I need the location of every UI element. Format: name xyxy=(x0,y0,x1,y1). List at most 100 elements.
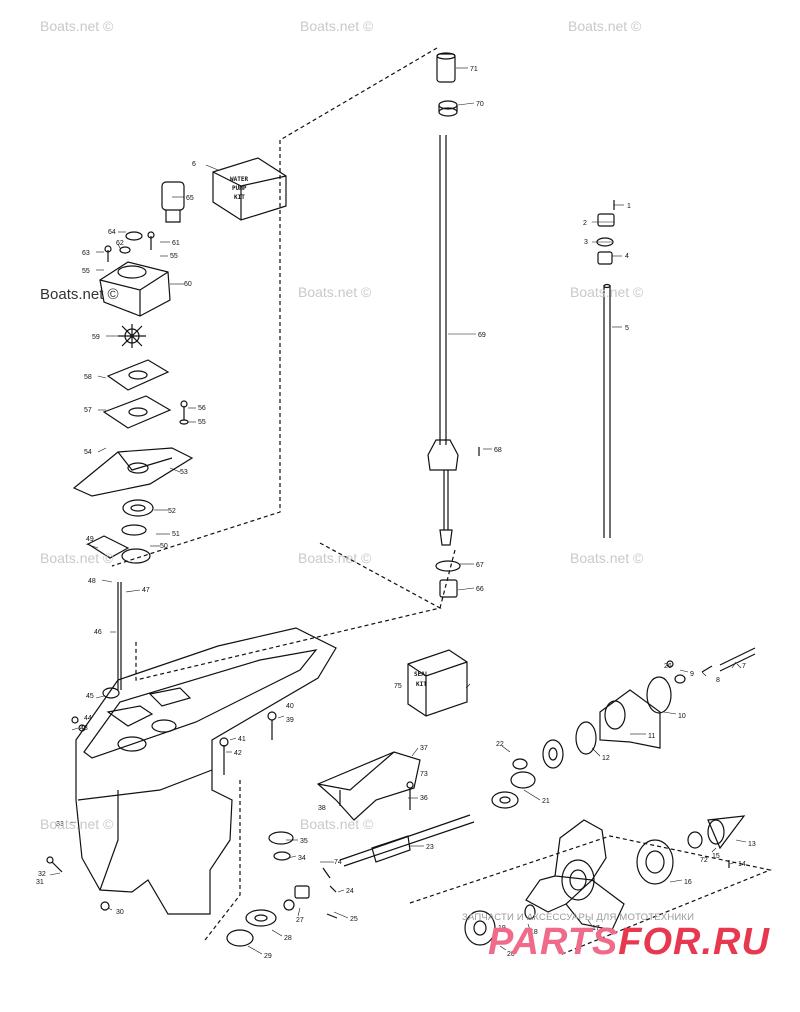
gasket-48 xyxy=(86,535,130,559)
part-27 xyxy=(283,899,295,911)
watermark: Boats.net © xyxy=(298,550,372,566)
callout-49: 50 xyxy=(160,543,168,550)
coupler-2 xyxy=(597,213,615,227)
gear-housing-33 xyxy=(75,627,337,915)
callout-52: 53 xyxy=(180,469,188,476)
watermark: Boats.net © xyxy=(300,18,374,34)
bearing-65 xyxy=(439,579,458,598)
callout-63: 64 xyxy=(108,229,116,236)
watermark: Boats.net © xyxy=(298,284,372,300)
shim-66 xyxy=(435,560,461,572)
callout-8: 9 xyxy=(690,671,694,678)
callout-65: 66 xyxy=(476,586,484,593)
callout-6: 7 xyxy=(742,663,746,670)
drain-screw-30 xyxy=(100,901,110,911)
gear-20 xyxy=(491,791,519,809)
hub-19 xyxy=(464,910,496,946)
callout-7: 8 xyxy=(716,677,720,684)
callout-45: 46 xyxy=(94,629,102,636)
bushing-44 xyxy=(102,687,120,699)
callout-44: 45 xyxy=(86,693,94,700)
callout-25: 25 xyxy=(350,916,358,923)
callout-66: 67 xyxy=(476,562,484,569)
pump-housing-59 xyxy=(99,261,171,317)
watermark: Boats.net © xyxy=(570,550,644,566)
washer-7 xyxy=(701,665,713,673)
callout-34: 34 xyxy=(298,855,306,862)
seal-kit-label-line1: SEAL xyxy=(414,671,429,678)
callout-27: 27 xyxy=(296,917,304,924)
washer-14 xyxy=(687,831,703,849)
prop-nut-13 xyxy=(707,815,746,850)
callout-28: 28 xyxy=(284,935,292,942)
washer-21 xyxy=(510,771,536,789)
callout-1: 1 xyxy=(627,203,631,210)
shift-rod-45 xyxy=(117,582,122,690)
logo-right-text: FOR.RU xyxy=(618,921,770,963)
seal-kit-box xyxy=(407,649,468,717)
footer-caption: ЗАПЧАСТИ И АКСЕССУАРЫ ДЛЯ МОТОТЕХНИКИ xyxy=(462,912,695,923)
callout-31: 31 xyxy=(36,879,44,886)
drive-shaft-68 xyxy=(427,135,459,546)
watermark: Boats.net © xyxy=(570,284,644,300)
plate-57 xyxy=(106,359,170,391)
water-pump-kit-label-line2: PUMP xyxy=(232,185,247,192)
callout-58: 59 xyxy=(92,334,100,341)
callout-75: 6 xyxy=(192,161,196,168)
callout-43: 44 xyxy=(84,715,92,722)
callout-42: 43 xyxy=(80,725,88,732)
water-pump-kit-box xyxy=(212,157,287,221)
callout-59: 60 xyxy=(184,281,192,288)
impeller-58 xyxy=(118,324,146,348)
guide-line xyxy=(439,549,456,609)
callout-50: 51 xyxy=(172,531,180,538)
shim-22 xyxy=(512,758,528,770)
guide-line xyxy=(135,542,442,681)
callout-13: 13 xyxy=(748,841,756,848)
plate-56 xyxy=(102,395,172,429)
callout-18: 18 xyxy=(530,929,538,936)
callout-3: 3 xyxy=(584,239,588,246)
seal-kit-label-line2: KIT xyxy=(416,681,427,688)
callout-12: 12 xyxy=(602,755,610,762)
callout-39: 39 xyxy=(286,717,294,724)
part-4 xyxy=(597,251,613,265)
washer-9 xyxy=(674,674,686,684)
callout-23: 23 xyxy=(426,844,434,851)
callout-15: 15 xyxy=(712,853,720,860)
watermark: Boats.net © xyxy=(568,18,642,34)
oring-12 xyxy=(575,721,597,755)
hub-16 xyxy=(636,839,674,885)
guide-line xyxy=(111,47,438,567)
part-63 xyxy=(125,231,143,241)
callout-20: 20 xyxy=(507,951,515,958)
part-61 xyxy=(119,246,131,254)
callout-51: 52 xyxy=(168,508,176,515)
footer-logo: PARTSFOR.RU xyxy=(488,921,770,964)
callout-67: 68 xyxy=(494,447,502,454)
callout-71: 72 xyxy=(700,857,708,864)
pin-25 xyxy=(326,913,338,919)
callout-60: 61 xyxy=(172,240,180,247)
callout-21: 21 xyxy=(542,798,550,805)
callout-32: 32 xyxy=(38,871,46,878)
bushing-70 xyxy=(436,53,456,83)
callout-33: 33 xyxy=(56,821,64,828)
callout-38: 38 xyxy=(318,805,326,812)
watermark: Boats.net © xyxy=(40,816,114,832)
callout-47: 48 xyxy=(88,578,96,585)
oring-10 xyxy=(646,676,672,714)
bearing-29 xyxy=(226,929,254,947)
logo-left-text: PARTS xyxy=(488,921,619,963)
callout-72: 73 xyxy=(420,771,428,778)
watermark: Boats.net © xyxy=(40,286,119,303)
callout-14: 14 xyxy=(738,861,746,868)
bearing-carrier-11 xyxy=(599,689,661,749)
callout-10: 10 xyxy=(678,713,686,720)
callout-11: 11 xyxy=(648,733,655,740)
part-8 xyxy=(666,660,674,668)
callout-54: 55 xyxy=(198,419,206,426)
water-pump-kit-label-line1: WATER xyxy=(230,176,248,183)
